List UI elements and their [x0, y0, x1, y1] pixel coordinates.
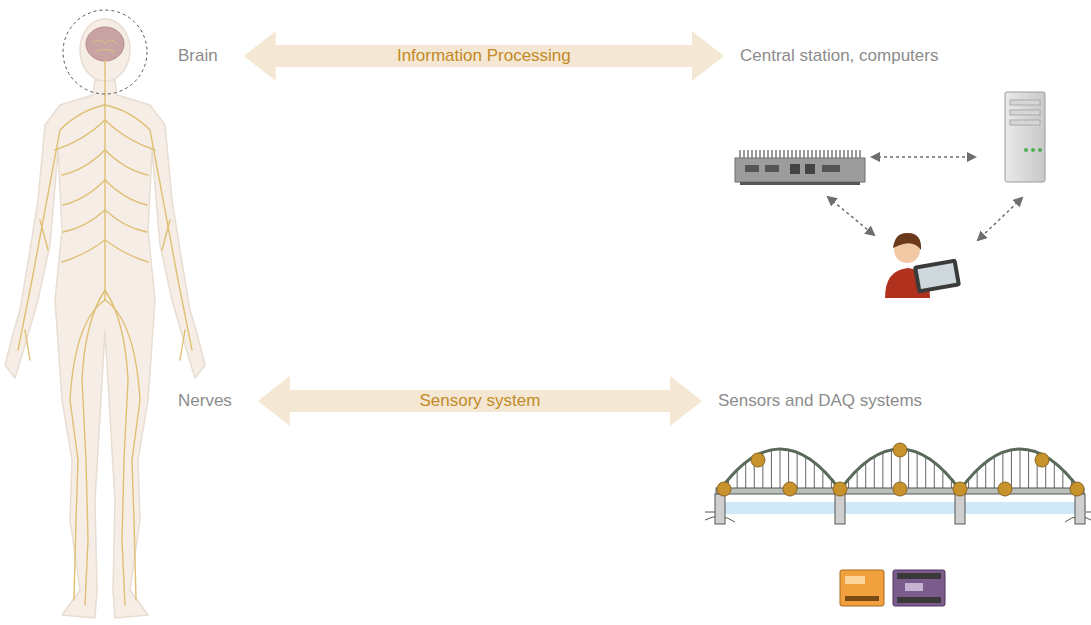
embedded-pc-icon [735, 150, 865, 185]
node-label: Nerves [178, 390, 232, 412]
dashed-link [828, 197, 874, 235]
node-label: Central station, computers [740, 45, 938, 67]
text-node: Sensors and DAQ systems [714, 388, 926, 414]
text-node: Central station, computers [736, 43, 942, 69]
bridge-illustration [705, 443, 1091, 524]
dashed-link [978, 198, 1022, 240]
double-arrow [244, 31, 724, 81]
daq-units [840, 570, 945, 606]
human-figure [5, 10, 205, 618]
arrow-label: Information Processing [397, 45, 571, 67]
server-icon [1005, 92, 1045, 182]
text-node: Brain [174, 43, 222, 69]
user-icon [885, 233, 961, 298]
node-label: Sensors and DAQ systems [718, 390, 922, 412]
node-label: Brain [178, 45, 218, 67]
arrow-label: Sensory system [419, 390, 540, 412]
dashed-link [872, 156, 975, 158]
double-arrow [258, 376, 702, 426]
text-node: Nerves [174, 388, 236, 414]
